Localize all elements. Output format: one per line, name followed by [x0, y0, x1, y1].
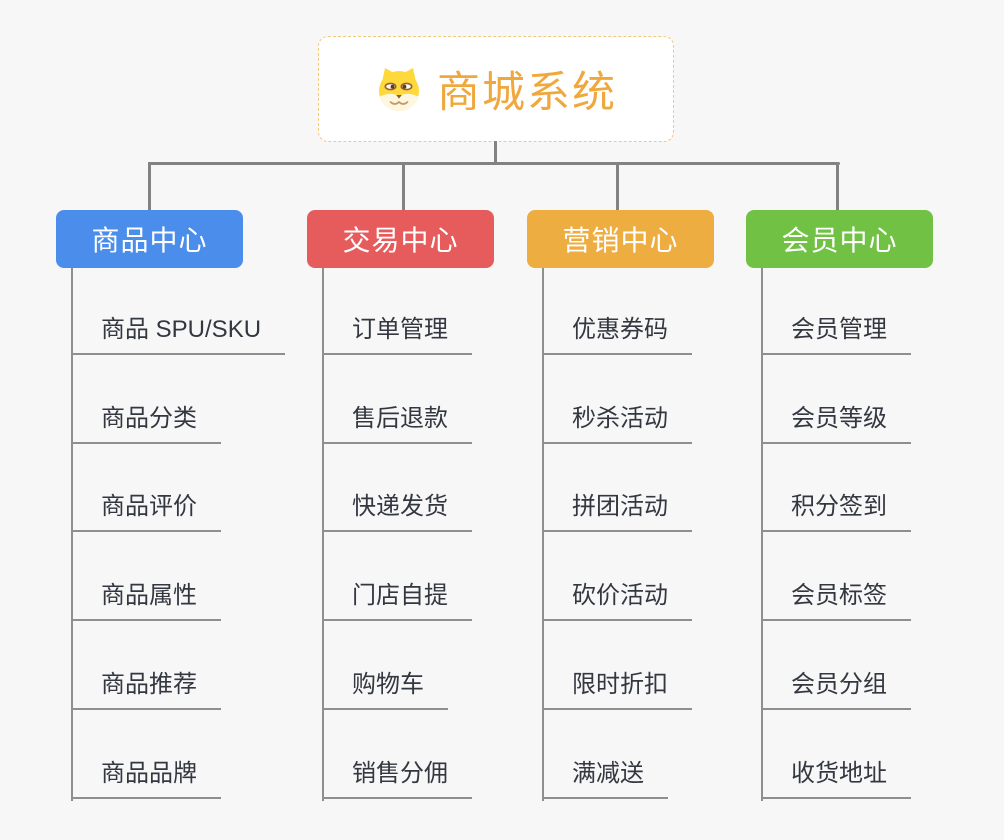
connector-horizontal [148, 162, 840, 165]
branch-spine [542, 268, 544, 801]
list-item[interactable]: 会员等级 [761, 403, 911, 444]
branch-box-products[interactable]: 商品中心 [56, 210, 243, 268]
list-item[interactable]: 销售分佣 [322, 758, 472, 799]
branch-box-marketing[interactable]: 营销中心 [527, 210, 714, 268]
list-item[interactable]: 购物车 [322, 669, 448, 710]
list-item[interactable]: 拼团活动 [542, 491, 692, 532]
list-item[interactable]: 商品品牌 [71, 758, 221, 799]
list-item[interactable]: 会员标签 [761, 580, 911, 621]
connector-drop-4 [836, 162, 839, 211]
list-item[interactable]: 砍价活动 [542, 580, 692, 621]
list-item[interactable]: 积分签到 [761, 491, 911, 532]
list-item[interactable]: 收货地址 [761, 758, 911, 799]
list-item[interactable]: 商品评价 [71, 491, 221, 532]
connector-drop-1 [148, 162, 151, 211]
branch-spine [71, 268, 73, 801]
list-item[interactable]: 会员分组 [761, 669, 911, 710]
branch-box-members[interactable]: 会员中心 [746, 210, 933, 268]
list-item[interactable]: 商品属性 [71, 580, 221, 621]
list-item[interactable]: 商品分类 [71, 403, 221, 444]
root-node[interactable]: 商城系统 [318, 36, 674, 142]
list-item[interactable]: 会员管理 [761, 314, 911, 355]
list-item[interactable]: 优惠券码 [542, 314, 692, 355]
list-item[interactable]: 快递发货 [322, 491, 472, 532]
list-item[interactable]: 秒杀活动 [542, 403, 692, 444]
list-item[interactable]: 限时折扣 [542, 669, 692, 710]
list-item[interactable]: 门店自提 [322, 580, 472, 621]
list-item[interactable]: 满减送 [542, 758, 668, 799]
branch-box-trade[interactable]: 交易中心 [307, 210, 494, 268]
branch-spine [322, 268, 324, 801]
list-item[interactable]: 售后退款 [322, 403, 472, 444]
doge-icon [375, 65, 423, 113]
list-item[interactable]: 订单管理 [322, 314, 472, 355]
connector-drop-2 [402, 162, 405, 211]
connector-root-stem [494, 141, 497, 163]
branch-spine [761, 268, 763, 801]
list-item[interactable]: 商品 SPU/SKU [71, 314, 286, 355]
list-item[interactable]: 商品推荐 [71, 669, 221, 710]
connector-drop-3 [616, 162, 619, 211]
root-title: 商城系统 [437, 69, 617, 117]
